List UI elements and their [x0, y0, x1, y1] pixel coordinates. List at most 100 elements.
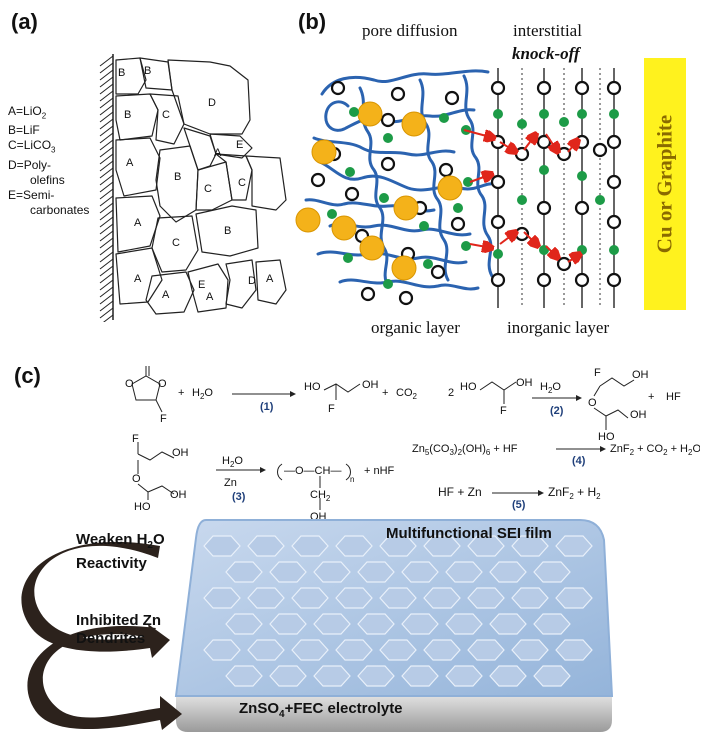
green-particle [423, 259, 433, 269]
hexagon-grain [203, 587, 241, 609]
gold-particle [437, 175, 463, 201]
svg-text:A: A [162, 289, 170, 301]
hexagon-grain [291, 587, 329, 609]
gold-particle [393, 195, 419, 221]
green-particle [577, 245, 587, 255]
hexagon-grain [445, 665, 483, 687]
svg-text:H2O: H2O [192, 387, 213, 401]
hexagon-grain [423, 639, 461, 661]
svg-text:Zn5(CO3)2(OH)6 + HF: Zn5(CO3)2(OH)6 + HF [412, 443, 518, 457]
hexagon-grain [555, 535, 593, 557]
svg-text:E: E [198, 279, 205, 291]
interstitial-label: interstitial [513, 21, 582, 40]
svg-text:D: D [248, 275, 256, 287]
hexagon-grain [379, 639, 417, 661]
fec-dimer-structure [137, 442, 175, 500]
green-particle [453, 203, 463, 213]
green-particle [609, 109, 619, 119]
green-particle [327, 209, 337, 219]
upper-arrow-icon [21, 541, 171, 658]
open-circle [574, 80, 590, 96]
svg-text:CO2: CO2 [396, 387, 418, 401]
gold-particle [331, 215, 357, 241]
hexagon-grain [533, 613, 571, 635]
green-particle [383, 133, 393, 143]
open-circle [574, 200, 590, 216]
svg-text:O: O [588, 397, 597, 409]
open-circle [310, 172, 326, 188]
svg-text:B: B [174, 171, 181, 183]
hexagon-grain [489, 613, 527, 635]
svg-text:C: C [162, 109, 170, 121]
interstitial-dashed-lines [521, 68, 601, 308]
open-circle [592, 142, 608, 158]
hexagon-grain [313, 665, 351, 687]
hexagon-grain [555, 639, 593, 661]
hexagon-grains [203, 535, 593, 687]
open-circle [514, 146, 530, 162]
hexagon-grain [511, 535, 549, 557]
svg-text:+: + [382, 387, 388, 399]
open-circle [536, 272, 552, 288]
hexagon-grain [357, 613, 395, 635]
svg-text:OH: OH [170, 489, 187, 501]
hexagon-grain [335, 535, 373, 557]
legend-e2: carbonates [30, 202, 90, 217]
svg-text:F: F [160, 413, 167, 425]
hexagon-grain [291, 535, 329, 557]
gold-particle [401, 111, 427, 137]
hexagon-grain [313, 561, 351, 583]
svg-text:(1): (1) [260, 401, 274, 413]
open-circle [536, 200, 552, 216]
svg-text:(3): (3) [232, 491, 246, 503]
svg-text:+: + [178, 387, 184, 399]
green-particle [493, 249, 503, 259]
svg-text:OH: OH [362, 379, 379, 391]
hexagon-grain [247, 535, 285, 557]
green-particle [345, 167, 355, 177]
pore-diffusion-label: pore diffusion [362, 21, 458, 40]
open-circle [430, 264, 446, 280]
hexagon-grain [203, 535, 241, 557]
open-circle [606, 214, 622, 230]
hexagon-grain [467, 535, 505, 557]
svg-text:D: D [208, 97, 216, 109]
svg-text:B: B [224, 225, 231, 237]
svg-text:2: 2 [448, 387, 454, 399]
hexagon-grain [247, 587, 285, 609]
open-circle [574, 134, 590, 150]
open-circle [606, 174, 622, 190]
svg-text:HF + Zn: HF + Zn [438, 485, 482, 499]
svg-text:O: O [125, 378, 134, 390]
svg-text:+ nHF: + nHF [364, 465, 395, 477]
open-circle [380, 156, 396, 172]
hexagon-grain [423, 587, 461, 609]
green-particle [517, 195, 527, 205]
green-particle [539, 109, 549, 119]
lower-arrow-icon [27, 626, 182, 730]
hexagon-grain [203, 639, 241, 661]
current-collector-label: Cu or Graphite [652, 114, 677, 254]
svg-text:A: A [206, 291, 214, 303]
hexagon-grain [291, 639, 329, 661]
open-circle [380, 112, 396, 128]
hexagon-grain [269, 561, 307, 583]
open-circle [606, 80, 622, 96]
svg-text:Zn: Zn [224, 477, 237, 489]
legend-b: B=LiF [8, 123, 40, 138]
green-particle [379, 193, 389, 203]
svg-text:+: + [648, 391, 654, 403]
grain-letters: B B D B C E A A B C C A A C B A E D A A [118, 65, 274, 303]
svg-text:A: A [266, 273, 274, 285]
svg-text:C: C [172, 237, 180, 249]
green-particle [439, 113, 449, 123]
open-circle [490, 80, 506, 96]
zn-base [176, 696, 612, 732]
legend-e: E=Semi- [8, 187, 55, 202]
diol-structure [323, 383, 361, 400]
hexagon-grain [511, 639, 549, 661]
open-circle [344, 186, 360, 202]
sei-model-diagram [295, 68, 622, 308]
green-particle [419, 221, 429, 231]
hexagon-grain [225, 561, 263, 583]
